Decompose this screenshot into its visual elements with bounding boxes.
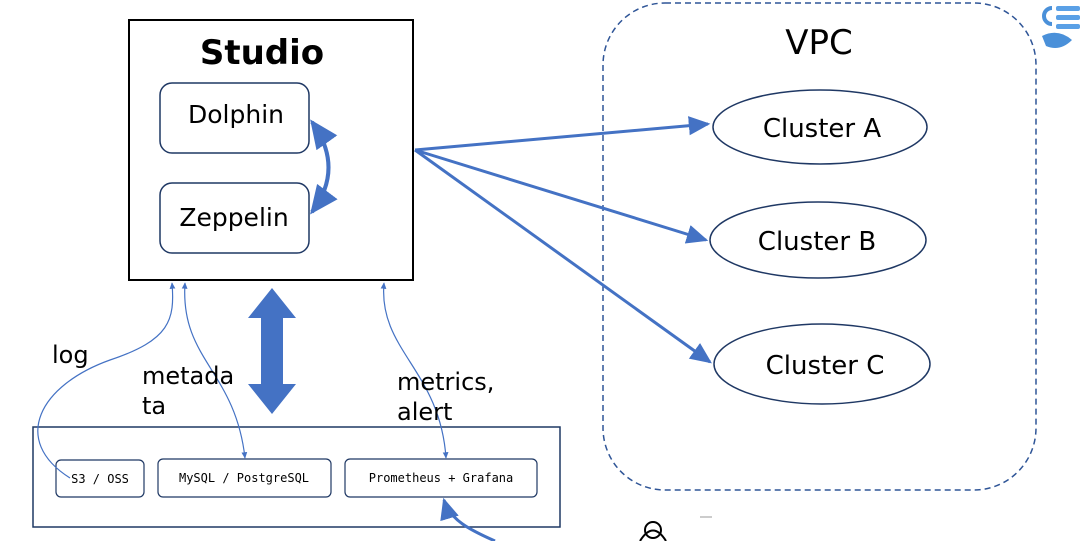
component-dolphin: Dolphin: [159, 82, 310, 154]
vpc-region: VPC Cluster A Cluster B Cluster C: [602, 2, 1037, 491]
cluster-b-label: Cluster B: [758, 227, 876, 257]
storage-mysql: MySQL / PostgreSQL: [157, 458, 332, 498]
bottom-incoming-arrow: [440, 497, 496, 541]
metadata-flow-arrow: [181, 282, 248, 459]
metrics-label-line2: alert: [397, 398, 452, 426]
dolphin-zeppelin-arrow: [310, 119, 338, 215]
metadata-label-line2: ta: [142, 392, 166, 420]
storage-prometheus: Prometheus + Grafana: [344, 458, 538, 498]
person-icon: [639, 521, 667, 541]
app-logo-icon: [1042, 6, 1080, 48]
studio-title: Studio: [200, 33, 324, 73]
storage-prometheus-label: Prometheus + Grafana: [369, 471, 514, 485]
component-zeppelin: Zeppelin: [159, 182, 310, 254]
cluster-c: Cluster C: [713, 323, 931, 405]
cluster-c-label: Cluster C: [766, 351, 885, 381]
storage-s3: S3 / OSS: [55, 459, 145, 498]
log-label: log: [52, 341, 89, 369]
studio-to-clusters-arrows: [414, 116, 712, 364]
log-flow-arrow: [37, 282, 176, 479]
cluster-b: Cluster B: [709, 201, 927, 279]
component-zeppelin-label: Zeppelin: [179, 203, 288, 232]
studio-storage-double-arrow: [248, 288, 296, 414]
metadata-label-line1: metada: [142, 362, 234, 390]
cluster-a-label: Cluster A: [763, 114, 882, 144]
studio-box: Studio Dolphin Zeppelin: [128, 19, 414, 281]
storage-box: S3 / OSS MySQL / PostgreSQL Prometheus +…: [32, 426, 561, 528]
storage-mysql-label: MySQL / PostgreSQL: [179, 471, 309, 485]
flow-arrows: [37, 282, 496, 541]
vpc-title: VPC: [785, 23, 853, 63]
storage-s3-label: S3 / OSS: [71, 472, 129, 486]
cluster-a: Cluster A: [712, 89, 928, 165]
component-dolphin-label: Dolphin: [188, 100, 284, 129]
metrics-label-line1: metrics,: [397, 368, 494, 396]
metrics-flow-arrow: [380, 282, 449, 459]
